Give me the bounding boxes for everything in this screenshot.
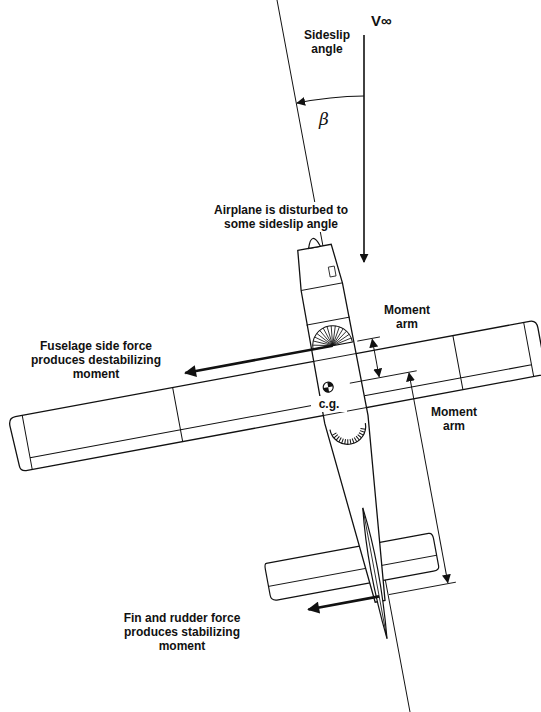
fan-radial (330, 327, 343, 346)
fan-radial (331, 331, 349, 346)
dimension-label: Moment arm (425, 405, 483, 433)
fan-radial (332, 338, 352, 346)
extension-lines (343, 331, 456, 594)
short-moment-arm-dimension (372, 339, 379, 376)
cg-label: c.g. (311, 396, 347, 412)
angle-label: Sideslip angle (296, 28, 358, 56)
arc-hatch (338, 438, 342, 442)
vertical-fin (359, 507, 390, 639)
fin-force-arrow (308, 596, 379, 609)
cg-quadrants (322, 381, 334, 393)
arc-hatch (350, 439, 352, 444)
dimension-label: Moment arm (378, 303, 436, 331)
arc-hatch (352, 438, 354, 443)
long-moment-arm-dimension (409, 373, 448, 582)
force-label: Fin and rudder force produces stabilizin… (100, 610, 264, 654)
fuselage-force-arrow (185, 346, 332, 373)
arc-hatch (360, 428, 365, 431)
velocity-arrow (363, 35, 365, 262)
rear-pressure-arc (330, 423, 369, 447)
fuselage (293, 243, 402, 605)
airplane (0, 201, 541, 699)
arc-hatch (341, 439, 344, 444)
arc-hatch (359, 432, 363, 436)
arc-hatch (347, 439, 349, 444)
horizontal-tail (264, 533, 439, 602)
elevator-line (269, 555, 437, 586)
right-wing (355, 320, 541, 408)
arc-hatch (334, 435, 339, 438)
sideslip-arc (297, 96, 364, 103)
arc-hatch (354, 437, 357, 442)
arc-hatch (344, 439, 347, 444)
rudder-line (363, 508, 387, 639)
fan-radial (331, 334, 350, 345)
arc-hatch (360, 430, 365, 433)
arc-hatch (356, 436, 359, 441)
arc-hatch (336, 436, 340, 440)
cowl-vent (328, 266, 336, 277)
arc-outline (330, 423, 369, 447)
force-label: Fuselage side force produces destabilizi… (16, 338, 176, 382)
cg-symbol (322, 381, 334, 393)
note-label: Airplane is disturbed to some sideslip a… (200, 202, 362, 232)
angle-symbol: β (313, 110, 335, 128)
velocity-symbol: V∞ (371, 12, 411, 29)
arc-hatch (332, 433, 337, 436)
spinner (307, 237, 320, 248)
arc-hatch (358, 434, 362, 438)
